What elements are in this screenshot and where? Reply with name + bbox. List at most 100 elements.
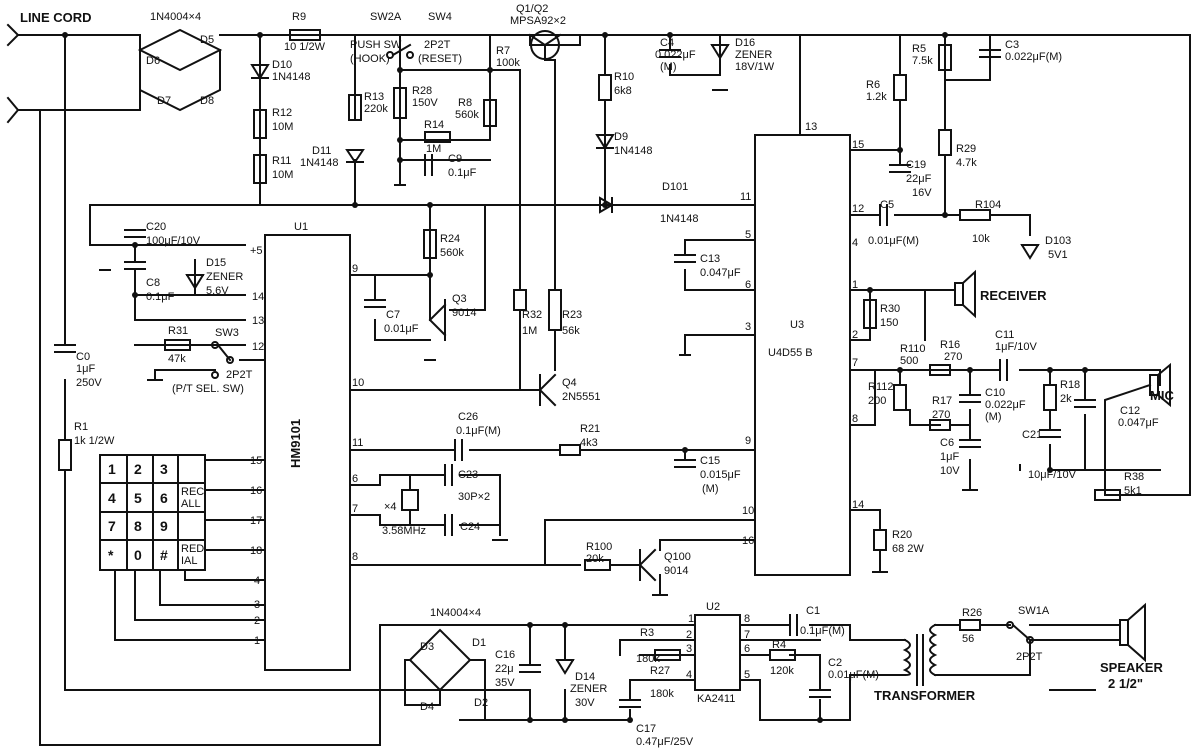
c4-m: (M) <box>660 61 677 73</box>
q1q2-value: MPSA92×2 <box>510 15 566 27</box>
c16-label: C16 <box>495 649 515 661</box>
speaker-label: SPEAKER <box>1100 660 1163 675</box>
d5-label: D5 <box>200 34 214 46</box>
c15-value: 0.015μF <box>700 469 741 481</box>
speaker-symbol <box>1119 602 1146 663</box>
c17-value: 0.47μF/25V <box>636 736 694 748</box>
c26-value: 0.1μF(M) <box>456 425 501 437</box>
svg-text:14: 14 <box>852 499 864 511</box>
switches <box>211 34 1034 644</box>
c1-label: C1 <box>806 605 820 617</box>
c11-label: C11 <box>995 329 1014 341</box>
d3-label: D3 <box>420 641 434 653</box>
r100-label: R100 <box>586 541 612 553</box>
svg-text:3: 3 <box>745 321 751 333</box>
r112-value: 200 <box>868 395 886 407</box>
key-redial-1: RED <box>181 543 204 555</box>
r5-value: 7.5k <box>912 55 933 67</box>
u2-pin-numbers: 1 8 2 3 7 6 4 5 <box>686 613 750 681</box>
u1-pin-numbers: 9 14 13 12 10 11 15 16 17 18 6 7 8 4 3 2… <box>250 263 364 647</box>
c24-label: C24 <box>460 521 480 533</box>
c20-label: C20 <box>146 221 166 233</box>
d15-value: 5.6V <box>206 285 229 297</box>
d2-label: D2 <box>474 697 488 709</box>
r11-value: 10M <box>272 169 293 181</box>
c12-value: 0.047μF <box>1118 417 1159 429</box>
r14-label: R14 <box>424 119 444 131</box>
r9-label: R9 <box>292 11 306 23</box>
u1-label: U1 <box>294 221 308 233</box>
key-star: * <box>108 547 114 563</box>
c7-value: 0.01μF <box>384 323 419 335</box>
svg-text:2: 2 <box>254 615 260 627</box>
r18-value: 2k <box>1060 393 1072 405</box>
svg-text:16: 16 <box>742 535 754 547</box>
d14-label: D14 <box>575 671 595 683</box>
svg-text:1: 1 <box>254 635 260 647</box>
r30-value: 150 <box>880 317 898 329</box>
r31-label: R31 <box>168 325 188 337</box>
r38-value: 5k1 <box>1124 485 1142 497</box>
c5-label: C5 <box>880 199 894 211</box>
d6-label: D6 <box>146 55 160 67</box>
q100-label: Q100 <box>664 551 691 563</box>
r32-value: 1M <box>522 325 537 337</box>
crystal-count: ×4 <box>384 501 397 513</box>
svg-text:3: 3 <box>254 599 260 611</box>
d16-value: 18V/1W <box>735 61 775 73</box>
key-5: 5 <box>134 490 142 506</box>
svg-text:12: 12 <box>252 341 264 353</box>
sw4-sub1: 2P2T <box>424 39 451 51</box>
c16-voltage: 35V <box>495 677 515 689</box>
svg-text:2: 2 <box>686 629 692 641</box>
c9-label: C9 <box>448 153 462 165</box>
d11-label: D11 <box>312 145 331 157</box>
c6-label: C6 <box>940 437 954 449</box>
r13-value: 220k <box>364 103 388 115</box>
junction-dots <box>62 32 1088 723</box>
r29-value: 4.7k <box>956 157 977 169</box>
svg-text:14: 14 <box>252 291 264 303</box>
diodes <box>185 44 1040 675</box>
key-3: 3 <box>160 461 168 477</box>
r104-value: 10k <box>972 233 990 245</box>
plus5-label: +5 <box>250 245 263 257</box>
d16-sub: ZENER <box>735 49 772 61</box>
svg-text:1: 1 <box>852 279 858 291</box>
c9-value: 0.1μF <box>448 167 477 179</box>
r110-label: R110 <box>900 343 925 355</box>
sw2a-sub2: (HOOK) <box>350 53 390 65</box>
d8-label: D8 <box>200 95 214 107</box>
r16-value: 270 <box>944 351 962 363</box>
r4-label: R4 <box>772 639 786 651</box>
c10-label: C10 <box>985 387 1005 399</box>
d16-label: D16 <box>735 37 755 49</box>
c7-label: C7 <box>386 309 400 321</box>
key-9: 9 <box>160 518 168 534</box>
crystal-value: 3.58MHz <box>382 525 426 537</box>
text-labels: LINE CORD 1N4004×4 D5 D6 D7 D8 R9 10 1/2… <box>20 3 1174 748</box>
bridge-bottom-label: 1N4004×4 <box>430 607 481 619</box>
mic-symbol <box>1149 362 1171 408</box>
r10-label: R10 <box>614 71 634 83</box>
d11-value: 1N4148 <box>300 157 339 169</box>
r20-label: R20 <box>892 529 912 541</box>
sw3-sub1: 2P2T <box>226 369 253 381</box>
svg-text:2: 2 <box>852 329 858 341</box>
key-4: 4 <box>108 490 116 506</box>
c4-label: C4 <box>660 37 674 49</box>
c19-value: 22μF <box>906 173 932 185</box>
r27-label: R27 <box>650 665 670 677</box>
c15-m: (M) <box>702 483 719 495</box>
svg-text:6: 6 <box>352 473 358 485</box>
c21-value: 10μF/10V <box>1028 469 1077 481</box>
svg-text:10: 10 <box>352 377 364 389</box>
c11-value: 1μF/10V <box>995 341 1037 353</box>
c15-label: C15 <box>700 455 720 467</box>
d14-value: 30V <box>575 697 595 709</box>
svg-text:12: 12 <box>852 203 864 215</box>
r8-value: 560k <box>455 109 479 121</box>
d103-value: 5V1 <box>1048 249 1068 261</box>
d9-value: 1N4148 <box>614 145 653 157</box>
q3-label: Q3 <box>452 293 467 305</box>
